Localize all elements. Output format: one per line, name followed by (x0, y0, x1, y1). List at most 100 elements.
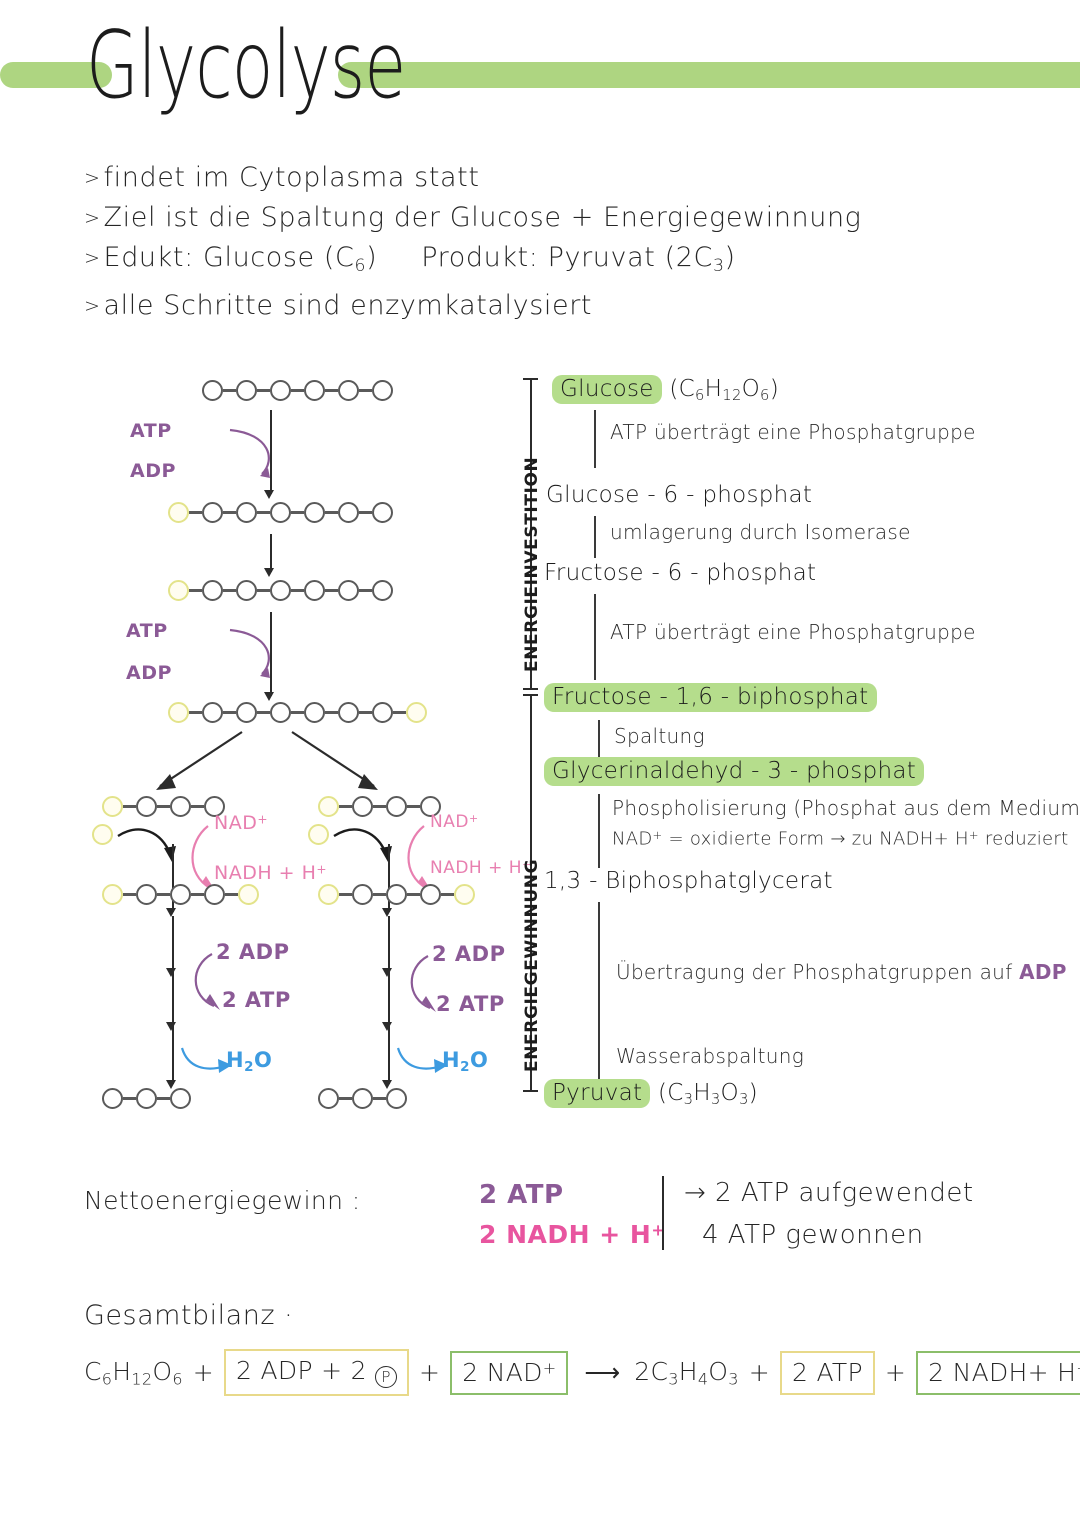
step-bar-1 (594, 410, 596, 468)
net-energy-divider (662, 1176, 664, 1250)
step-bar-4 (598, 720, 600, 758)
chain-fructose-6-phosphat (168, 580, 393, 601)
carbon-node (204, 884, 225, 905)
reaction-arrow-right-4-head (382, 1080, 392, 1089)
box-nad: 2 NAD+ (450, 1350, 569, 1395)
reaction-arrow-1 (270, 410, 273, 494)
carbon-node (270, 580, 291, 601)
step-bar-6 (598, 902, 600, 1088)
carbon-node (236, 702, 257, 723)
step-text-4: Spaltung (614, 724, 705, 748)
stage-1-3-biphosphatglycerat: 1,3 - Biphosphatglycerat (544, 868, 833, 894)
bracket-cap-top (523, 378, 538, 380)
carbon-node (420, 796, 441, 817)
pathway-text-column: ENERGIEINVESTITION ENERGIEGEWINNUNG Gluc… (508, 372, 1080, 1120)
reaction-arrow-right-4 (388, 1026, 391, 1084)
plus-sign: + (419, 1358, 441, 1387)
carbon-node (352, 1088, 373, 1109)
adp-label-left-branch: 2 ADP (216, 940, 290, 964)
carbon-node (236, 502, 257, 523)
plus-sign: + (192, 1358, 215, 1387)
step-bar-2 (594, 516, 596, 558)
carbon-node (372, 580, 393, 601)
reaction-arrow-left-1-head (166, 908, 176, 917)
balance-equation: C6H12O6 + 2 ADP + 2 P + 2 NAD+ ⟶ 2C3H4O3… (84, 1349, 1080, 1396)
bullet-edukt-text: Edukt: Glucose (C (103, 242, 355, 273)
bullet-text: findet im Cytoplasma statt (103, 162, 480, 193)
nadh-label-left: NADH + H+ (214, 862, 328, 884)
carbon-node (202, 580, 223, 601)
carbon-node (236, 380, 257, 401)
phosphate-node (168, 702, 189, 723)
atp-label-right-branch: 2 ATP (436, 992, 505, 1016)
carbon-node (270, 380, 291, 401)
bullet-text: Ziel ist die Spaltung der Glucose + Ener… (103, 202, 862, 233)
energy-investment-bracket (530, 378, 532, 690)
carbon-node (202, 380, 223, 401)
carbon-node (136, 1088, 157, 1109)
chain-bpg-right (318, 884, 475, 905)
split-arrows (156, 731, 378, 790)
step-text-2: umlagerung durch Isomerase (610, 520, 911, 544)
stage-fructose-6-phosphat: Fructose - 6 - phosphat (544, 560, 817, 586)
carbon-node (372, 380, 393, 401)
net-energy-gained: 4 ATP gewonnen (702, 1220, 924, 1250)
phosphate-node (406, 702, 427, 723)
bullet-marker: > (84, 207, 101, 229)
carbon-node (386, 884, 407, 905)
nadh-label-right: NADH + H+ (430, 858, 532, 878)
carbon-node (202, 502, 223, 523)
reaction-arrow-3 (270, 612, 273, 696)
carbon-node (420, 884, 441, 905)
carbon-node (204, 796, 225, 817)
step-bar-5 (598, 794, 600, 868)
stage-pyruvat-name: Pyruvat (544, 1079, 651, 1108)
free-phosphate-right (308, 824, 329, 845)
chain-glucose (202, 380, 393, 401)
carbon-node (372, 502, 393, 523)
chain-gap-left (102, 796, 225, 817)
reaction-arrow-2-head (264, 568, 274, 577)
product-pyruvat-formula: 2C3H4O3 (634, 1356, 739, 1389)
bullet-produkt-text: Produkt: Pyruvat (2C (421, 242, 713, 273)
reaction-arrow-1-head (264, 490, 274, 499)
carbon-node (304, 380, 325, 401)
carbon-node (338, 380, 359, 401)
bullet-marker: > (84, 247, 101, 269)
reaction-arrow-left-2-head (166, 968, 176, 977)
carbon-node (304, 702, 325, 723)
bullet-produkt-close: ) (724, 242, 736, 273)
nad-label-left: NAD+ (214, 812, 269, 834)
step-text-7: Wasserabspaltung (616, 1044, 804, 1068)
reaction-arrow-left-3 (172, 972, 175, 1026)
page-title: Glycolyse (86, 12, 406, 120)
stage-glucose-name: Glucose (552, 375, 662, 404)
chain-fructose-1-6-biphosphat (168, 702, 427, 723)
atp-label-2: ATP (126, 620, 168, 642)
reaction-arrow-right-2-head (382, 968, 392, 977)
reaction-arrow-3-head (264, 692, 274, 701)
net-energy-nadh: 2 NADH + H+ (479, 1220, 666, 1249)
bullet-text: alle Schritte sind enzymkatalysiert (103, 289, 593, 321)
bullet-marker: > (84, 167, 101, 189)
carbon-node (352, 884, 373, 905)
carbon-node (136, 884, 157, 905)
bracket-cap-mid2 (523, 694, 538, 696)
nad-label-right: NAD+ (430, 812, 479, 832)
stage-fructose-1-6-biphosphat: Fructose - 1,6 - biphosphat (544, 683, 877, 712)
phosphate-node (318, 884, 339, 905)
carbon-node (372, 702, 393, 723)
chain-glucose-6-phosphat (168, 502, 393, 523)
stage-glucose: Glucose (C6H12O6) (552, 375, 779, 404)
carbon-node (338, 702, 359, 723)
carbon-node (338, 580, 359, 601)
plus-sign: + (748, 1358, 771, 1387)
box-atp: 2 ATP (780, 1350, 875, 1395)
reaction-arrow-left-4 (172, 1026, 175, 1084)
carbon-node (386, 1088, 407, 1109)
bullet-marker: > (84, 294, 101, 317)
reaction-arrow-left-1 (172, 844, 175, 912)
total-balance-title: Gesamtbilanz · (84, 1300, 294, 1331)
carbon-node (170, 884, 191, 905)
